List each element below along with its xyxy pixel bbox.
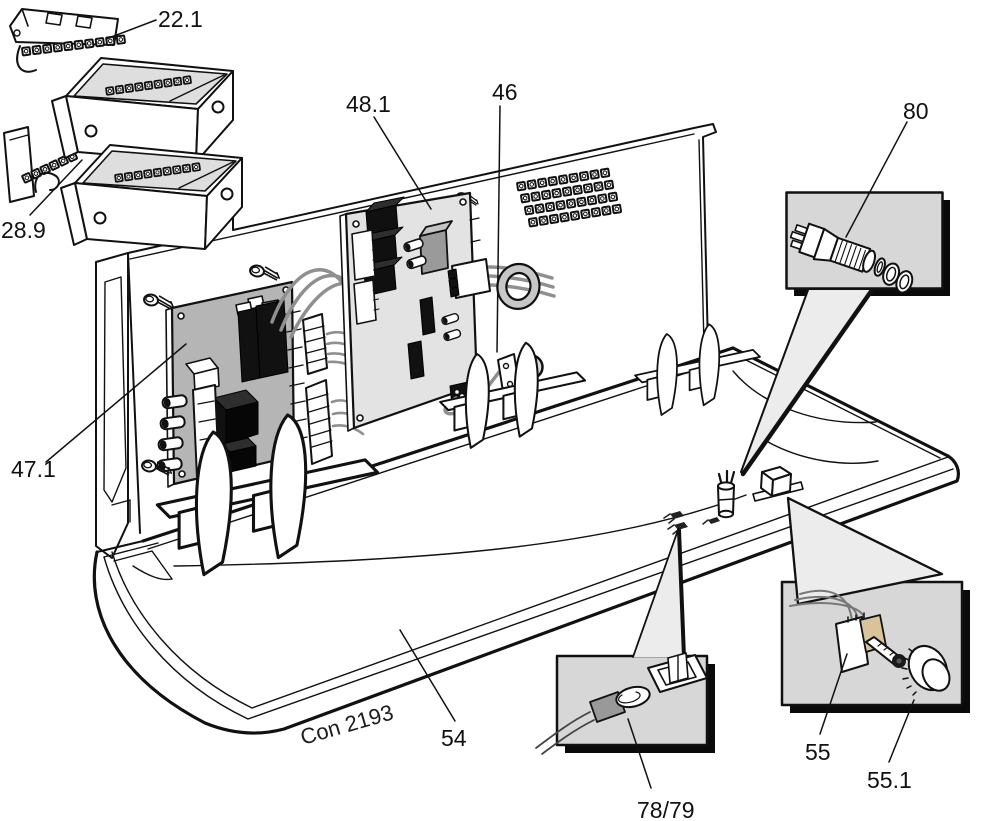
callout-48-1: 48.1 [346,91,391,117]
bulb-glass [615,685,651,709]
lock-nut [892,654,906,668]
callout-78-79: 78/79 [637,797,695,821]
terminal-strip-28-9 [3,126,77,203]
callout-46: 46 [492,79,518,105]
terminal-strip-22-1 [9,8,125,73]
callout-55: 55 [805,739,831,765]
edge-connector-strips [302,313,333,465]
control-knob [901,645,951,696]
callout-22-1: 22.1 [158,6,203,32]
bulb-and-mount [535,652,708,755]
micro-lamp-icon [702,517,720,525]
micro-lamp-icon [667,522,688,535]
tray-small-parts [663,466,804,535]
micro-lamp-icon [663,511,684,524]
ferrite-coil [496,262,541,310]
capacitor-gray [419,229,449,275]
cover-housing-lower [61,145,242,249]
potentiometer [789,589,901,673]
switch-cube [752,466,804,502]
circuit-board-48-1 [339,191,482,432]
plug-and-coil [447,258,556,310]
callout-54: 54 [441,725,467,751]
lamp-holder [717,469,736,519]
inset-box-55 [780,496,970,713]
callout-47-1: 47.1 [11,456,56,482]
lamp-socket-assembly [789,222,914,294]
cover-housing-upper [52,58,233,162]
callout-80: 80 [903,98,929,124]
inset-box-78-79 [535,528,715,755]
inset-box-80 [740,191,950,477]
callout-28-9: 28.9 [1,217,46,243]
callout-55-1: 55.1 [867,767,912,793]
